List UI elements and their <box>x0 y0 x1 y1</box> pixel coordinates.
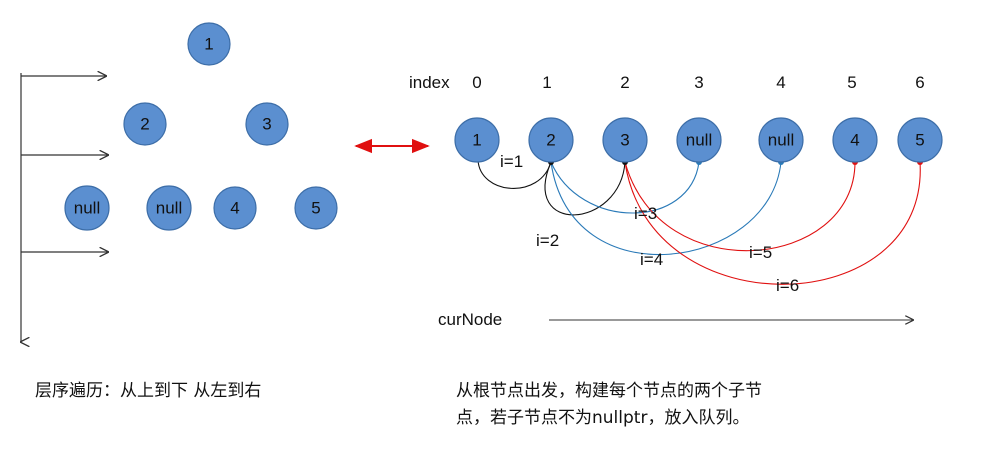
tree-node-l1-0: 2 <box>123 102 167 146</box>
tree-node-label: null <box>74 199 100 218</box>
array: 1 2 3 null null 4 5 <box>454 117 943 163</box>
arc-i2 <box>544 161 626 216</box>
array-node-label: 2 <box>546 131 555 150</box>
array-node-label: 3 <box>620 131 629 150</box>
level-axis <box>21 73 108 342</box>
tree-node-label: 1 <box>204 35 213 54</box>
index-4: 4 <box>776 73 785 92</box>
array-node-3: null <box>676 117 722 163</box>
index-label: index <box>409 73 450 92</box>
arc-i3 <box>550 161 700 214</box>
array-node-label: 5 <box>915 131 924 150</box>
arc-i6 <box>624 161 921 285</box>
arc-labels: i=1 i=2 i=3 i=4 i=5 i=6 <box>500 152 799 295</box>
arc-label-i5: i=5 <box>749 243 772 262</box>
tree-node-root: 1 <box>187 22 231 66</box>
index-1: 1 <box>542 73 551 92</box>
arc-i1 <box>477 159 552 189</box>
tree-node-label: 2 <box>140 115 149 134</box>
array-node-4: null <box>758 117 804 163</box>
caption-right-line1: 从根节点出发，构建每个节点的两个子节 <box>456 381 762 401</box>
index-0: 0 <box>472 73 481 92</box>
index-5: 5 <box>847 73 856 92</box>
array-node-2: 3 <box>602 117 648 163</box>
arc-label-i2: i=2 <box>536 231 559 250</box>
array-node-1: 2 <box>528 117 574 163</box>
array-node-label: null <box>768 131 794 150</box>
caption-left: 层序遍历：从上到下 从左到右 <box>35 381 262 401</box>
array-node-5: 4 <box>832 117 878 163</box>
tree-node-l2-2: 4 <box>213 186 257 230</box>
array-node-label: 1 <box>472 131 481 150</box>
tree-node-label: 3 <box>262 115 271 134</box>
index-3: 3 <box>694 73 703 92</box>
arc-label-i4: i=4 <box>640 250 663 269</box>
array-node-label: null <box>686 131 712 150</box>
tree-node-l1-1: 3 <box>245 102 289 146</box>
tree-node-l2-0: null <box>64 185 110 231</box>
tree-node-label: 4 <box>230 199 239 218</box>
tree: 1 2 3 null null 4 5 <box>64 22 338 231</box>
arcs <box>477 159 923 285</box>
index-2: 2 <box>620 73 629 92</box>
arc-label-i1: i=1 <box>500 152 523 171</box>
curnode-label: curNode <box>438 310 502 329</box>
array-node-6: 5 <box>897 117 943 163</box>
array-node-0: 1 <box>454 117 500 163</box>
arc-i4 <box>550 161 782 256</box>
index-6: 6 <box>915 73 924 92</box>
tree-node-label: 5 <box>311 199 320 218</box>
arc-label-i6: i=6 <box>776 276 799 295</box>
arc-label-i3: i=3 <box>634 204 657 223</box>
array-node-label: 4 <box>850 131 859 150</box>
caption-right-line2: 点，若子节点不为nullptr，放入队列。 <box>456 408 750 428</box>
tree-node-l2-1: null <box>146 185 192 231</box>
tree-node-label: null <box>156 199 182 218</box>
index-header: index 0 1 2 3 4 5 6 <box>409 73 925 92</box>
arc-i5 <box>624 161 856 252</box>
tree-node-l2-3: 5 <box>294 186 338 230</box>
